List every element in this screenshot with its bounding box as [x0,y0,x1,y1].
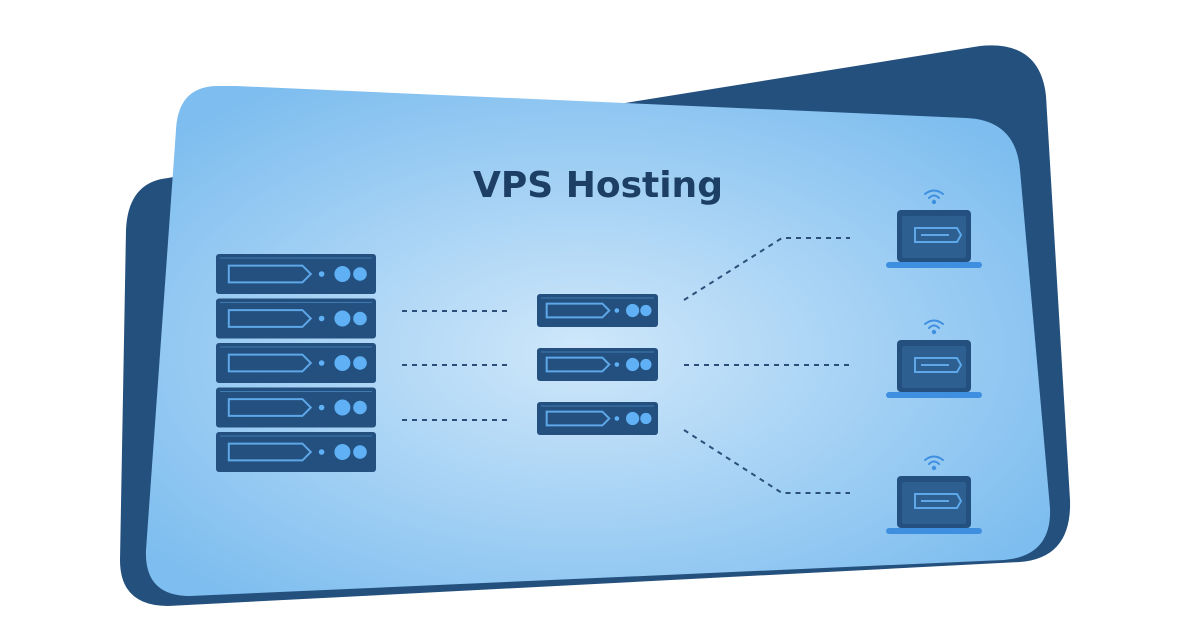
client-laptops [886,189,982,534]
virtual-servers [537,294,658,435]
rack-server-2 [216,298,376,339]
connector-right-3 [683,429,850,494]
wifi-icon [924,455,944,471]
laptop-icon-2 [886,319,982,398]
virtual-server-3 [537,402,658,435]
laptop-icon-3 [886,455,982,534]
laptop-icon-1 [886,189,982,268]
virtual-server-1 [537,294,658,327]
vps-to-client-connectors [683,237,850,494]
rack-to-vps-connectors [402,310,512,421]
wifi-icon [924,189,944,205]
rack-server-5 [216,432,376,472]
server-rack-icon [216,254,376,472]
connector-right-1 [683,237,850,301]
rack-server-1 [216,254,376,294]
rack-server-4 [216,387,376,428]
virtual-server-2 [537,348,658,381]
rack-server-3 [216,343,376,383]
wifi-icon [924,319,944,335]
diagram-title: VPS Hosting [473,165,723,206]
